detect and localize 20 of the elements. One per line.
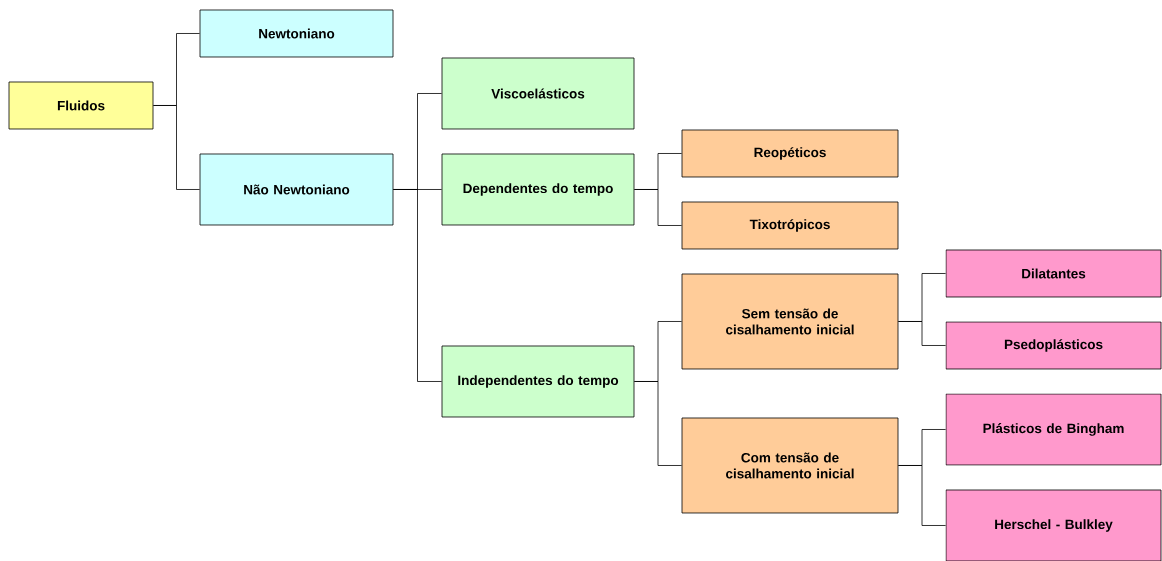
- leaf-box: Dilatantes: [945, 249, 1162, 298]
- category-box: Viscoelásticos: [441, 57, 635, 130]
- category-box: Com tensão de cisalhamento inicial: [681, 417, 899, 514]
- category-box: Newtoniano: [199, 9, 394, 58]
- connector-line: [153, 105, 200, 190]
- root-box: Fluidos: [8, 81, 154, 130]
- category-box: Não Newtoniano: [199, 153, 394, 226]
- category-box: Reopéticos: [681, 129, 899, 178]
- connector-line: [634, 381, 682, 466]
- leaf-box: Herschel - Bulkley: [945, 489, 1162, 561]
- connector-line: [634, 189, 682, 226]
- category-box: Dependentes do tempo: [441, 153, 635, 226]
- category-box: Sem tensão de cisalhamento inicial: [681, 273, 899, 370]
- connector-line: [898, 465, 946, 526]
- category-box: Independentes do tempo: [441, 345, 635, 418]
- connector-line: [393, 189, 442, 382]
- connector-line: [898, 321, 946, 346]
- leaf-box: Plásticos de Bingham: [945, 393, 1162, 466]
- leaf-box: Psedoplásticos: [945, 321, 1162, 370]
- category-box: Tixotrópicos: [681, 201, 899, 250]
